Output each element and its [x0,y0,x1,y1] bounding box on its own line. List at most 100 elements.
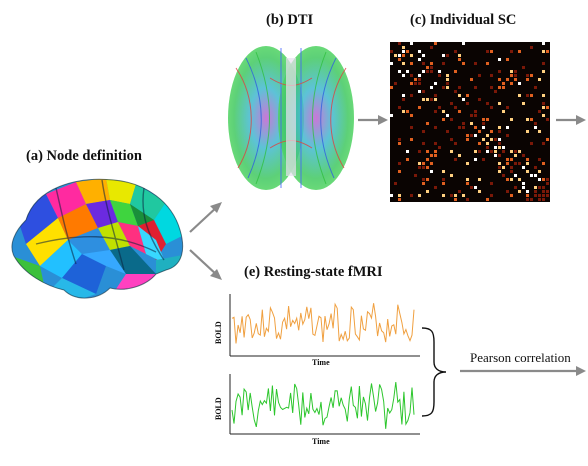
resting-fmri-title: (e) Resting-state fMRI [244,264,383,280]
sc-matrix-cell [422,166,425,169]
sc-matrix-cell [478,74,481,77]
sc-matrix-cell [458,86,461,89]
sc-matrix-cell [442,110,445,113]
sc-matrix-cell [434,110,437,113]
sc-matrix-cell [454,70,457,73]
sc-matrix-cell [498,70,501,73]
sc-matrix-cell [482,126,485,129]
sc-matrix-cell [538,170,541,173]
sc-matrix-cell [490,150,493,153]
sc-matrix-cell [490,106,493,109]
sc-matrix-cell [414,78,417,81]
sc-matrix-cell [390,86,393,89]
sc-matrix-cell [438,146,441,149]
sc-matrix-cell [526,162,529,165]
sc-matrix-cell [426,150,429,153]
sc-matrix-cell [498,126,501,129]
grouping-brace [421,327,447,417]
sc-matrix-cell [498,146,501,149]
sc-matrix-cell [398,170,401,173]
sc-matrix-cell [402,74,405,77]
bold-plot-bottom-series [231,381,415,429]
sc-matrix-cell [410,42,413,45]
sc-matrix-cell [486,198,489,201]
sc-matrix-cell [402,98,405,101]
sc-matrix-cell [490,74,493,77]
sc-matrix-cell [466,102,469,105]
sc-matrix-cell [430,70,433,73]
sc-matrix-cell [506,58,509,61]
sc-matrix-cell [402,62,405,65]
sc-matrix-cell [486,118,489,121]
sc-matrix-cell [446,82,449,85]
sc-matrix-cell [434,94,437,97]
sc-matrix-cell [474,134,477,137]
sc-matrix-cell [506,158,509,161]
sc-matrix-cell [534,194,537,197]
sc-matrix-cell [410,126,413,129]
sc-matrix-cell [490,130,493,133]
sc-matrix-cell [406,70,409,73]
sc-matrix-cell [522,102,525,105]
sc-matrix-cell [434,98,437,101]
dti-tractography-image [228,46,354,190]
node-definition-title: (a) Node definition [26,148,142,164]
sc-matrix-cell [538,78,541,81]
sc-matrix-cell [450,138,453,141]
sc-matrix-cell [470,78,473,81]
sc-matrix-cell [418,58,421,61]
sc-matrix-cell [398,142,401,145]
sc-matrix-cell [418,74,421,77]
sc-matrix-cell [498,154,501,157]
sc-matrix-cell [482,158,485,161]
sc-matrix-cell [450,118,453,121]
sc-matrix-cell [486,150,489,153]
sc-matrix-cell [482,122,485,125]
sc-matrix-cell [406,110,409,113]
arrow-sc-to-next [556,115,586,125]
sc-matrix-cell [542,102,545,105]
sc-matrix-cell [466,162,469,165]
sc-matrix-cell [510,178,513,181]
sc-matrix-cell [542,194,545,197]
sc-matrix-cell [478,178,481,181]
sc-matrix-cell [494,150,497,153]
bold-plot-bottom-xlabel: Time [312,437,330,446]
sc-matrix-cell [446,74,449,77]
sc-matrix-cell [442,170,445,173]
sc-matrix-cell [398,106,401,109]
sc-matrix-cell [506,106,509,109]
sc-matrix-cell [390,62,393,65]
sc-matrix-cell [518,94,521,97]
sc-matrix-cell [398,58,401,61]
sc-matrix-cell [498,142,501,145]
dti-title: (b) DTI [266,12,314,28]
sc-matrix-cell [430,62,433,65]
sc-matrix-cell [502,86,505,89]
sc-matrix-cell [422,62,425,65]
sc-matrix-cell [530,198,533,201]
sc-matrix-cell [466,178,469,181]
sc-matrix-cell [390,50,393,53]
sc-matrix-cell [510,70,513,73]
sc-matrix-cell [490,194,493,197]
sc-matrix-cell [518,178,521,181]
sc-matrix-cell [410,54,413,57]
sc-matrix-cell [430,154,433,157]
sc-matrix-cell [422,70,425,73]
sc-matrix-cell [546,138,549,141]
sc-matrix-cell [450,102,453,105]
sc-matrix-cell [426,158,429,161]
sc-matrix-cell [542,198,545,201]
sc-matrix-cell [526,170,529,173]
sc-matrix-cell [454,50,457,53]
sc-matrix-cell [418,194,421,197]
sc-matrix-heatmap [390,42,550,202]
sc-matrix-cell [438,70,441,73]
sc-matrix-cell [418,82,421,85]
sc-matrix-cell [514,154,517,157]
sc-matrix-cell [478,130,481,133]
sc-matrix-cell [474,62,477,65]
sc-matrix-cell [526,198,529,201]
sc-matrix-cell [474,126,477,129]
